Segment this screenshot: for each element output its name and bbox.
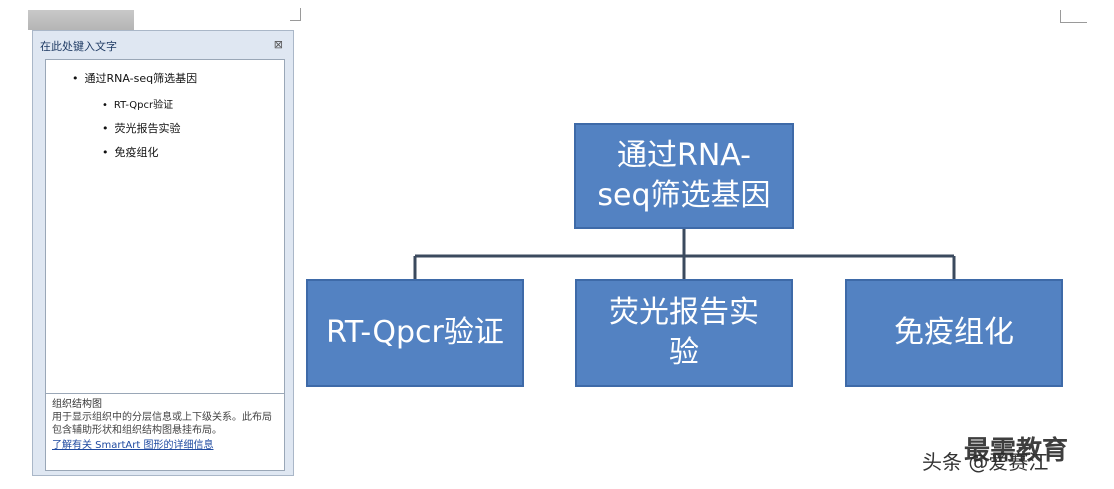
outline-item[interactable]: 通过RNA-seq筛选基因 xyxy=(72,70,198,86)
outline-item[interactable]: RT-Qpcr验证 xyxy=(102,96,173,111)
child-node-line: 验 xyxy=(669,335,699,370)
child-node-line: 免疫组化 xyxy=(894,315,1014,350)
child-node-line: 荧光报告实 xyxy=(609,295,759,330)
smartart-help-link[interactable]: 了解有关 SmartArt 图形的详细信息 xyxy=(52,440,214,451)
org-chart-child-node[interactable]: 免疫组化 xyxy=(845,279,1063,387)
source-watermark: 头条 @爱赛江 xyxy=(922,450,1049,474)
layout-description: 组织结构图 用于显示组织中的分层信息或上下级关系。此布局包含辅助形状和组织结构图… xyxy=(45,393,285,471)
layout-description-text: 用于显示组织中的分层信息或上下级关系。此布局包含辅助形状和组织结构图悬挂布局。 xyxy=(52,412,272,436)
scrollbar-thumb[interactable] xyxy=(28,10,134,30)
close-icon[interactable]: ⊠ xyxy=(273,38,283,51)
brand-watermark: 最需教育 xyxy=(964,436,1069,466)
smartart-text-pane: 在此处键入文字 ⊠ 通过RNA-seq筛选基因 RT-Qpcr验证 荧光报告实验… xyxy=(32,30,294,476)
org-chart-child-node[interactable]: 荧光报告实 验 xyxy=(575,279,793,387)
root-node-line: seq筛选基因 xyxy=(597,178,771,213)
org-chart-root-node[interactable]: 通过RNA- seq筛选基因 xyxy=(574,123,794,229)
canvas-corner-marker xyxy=(290,8,301,21)
outline-item[interactable]: 免疫组化 xyxy=(102,144,159,160)
text-pane-header: 在此处键入文字 ⊠ xyxy=(33,31,293,59)
root-node-line: 通过RNA- xyxy=(617,138,751,173)
text-pane-title: 在此处键入文字 xyxy=(40,40,117,53)
org-chart-child-node[interactable]: RT-Qpcr验证 xyxy=(306,279,524,387)
outline-item[interactable]: 荧光报告实验 xyxy=(102,120,181,136)
canvas-corner-marker xyxy=(1060,10,1087,23)
text-outline[interactable]: 通过RNA-seq筛选基因 RT-Qpcr验证 荧光报告实验 免疫组化 xyxy=(45,59,285,421)
child-node-line: RT-Qpcr验证 xyxy=(326,315,504,350)
layout-name: 组织结构图 xyxy=(52,399,102,410)
